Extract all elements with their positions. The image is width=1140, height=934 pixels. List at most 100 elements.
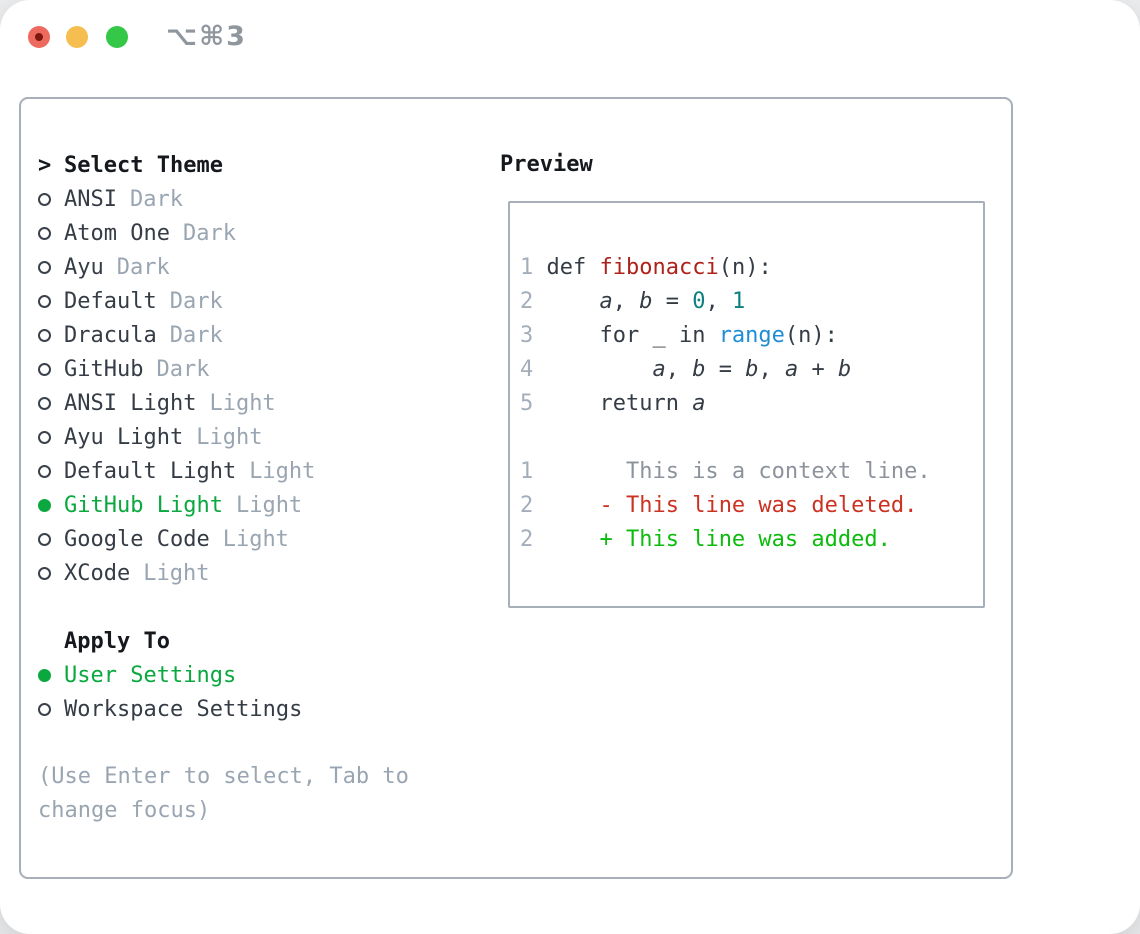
radio-selected-icon: [38, 488, 64, 522]
code-segment: a: [784, 357, 799, 382]
theme-variant: Light: [196, 424, 263, 450]
code-segment: ,: [612, 289, 640, 314]
titlebar: ⌥⌘3: [28, 23, 247, 50]
apply-to-label: Apply To: [64, 628, 170, 654]
code-segment: This is a context line.: [533, 459, 931, 484]
minimize-button[interactable]: [66, 26, 88, 48]
diff-line: 1 This is a context line.: [520, 455, 931, 489]
theme-option-github[interactable]: GitHub Dark: [38, 352, 315, 386]
theme-name: Default Light: [64, 458, 237, 484]
theme-option-ansi[interactable]: ANSI Dark: [38, 182, 315, 216]
code-segment: ,: [758, 357, 785, 382]
code-segment: [533, 289, 599, 314]
code-segment: b: [745, 357, 759, 382]
line-number: 2: [520, 289, 534, 314]
cursor-icon: >: [38, 152, 52, 178]
code-segment: a: [692, 391, 706, 416]
theme-variant: Dark: [129, 186, 183, 212]
theme-name: GitHub Light: [64, 492, 223, 518]
line-number: 1: [520, 459, 534, 484]
theme-option-github-light[interactable]: GitHub Light Light: [38, 488, 315, 522]
select-theme-header: > Select Theme: [38, 148, 315, 182]
theme-option-default[interactable]: Default Dark: [38, 284, 315, 318]
code-segment: range: [718, 323, 785, 348]
code-segment: fibonacci: [599, 255, 719, 280]
line-number: 5: [520, 391, 534, 416]
code-segment: =: [705, 357, 746, 382]
close-button[interactable]: [28, 26, 50, 48]
code-segment: b: [837, 357, 852, 382]
theme-name: ANSI: [64, 186, 117, 212]
code-segment: a: [599, 289, 613, 314]
theme-option-default-light[interactable]: Default Light Light: [38, 454, 315, 488]
diff-line: 2 - This line was deleted.: [520, 489, 931, 523]
apply-option-name: Workspace Settings: [64, 696, 303, 722]
code-segment: - This line was deleted.: [599, 493, 918, 518]
apply-option-user-settings[interactable]: User Settings: [38, 658, 315, 692]
theme-name: Atom One: [64, 220, 170, 246]
theme-name: Ayu: [64, 254, 104, 280]
radio-icon: [38, 420, 64, 454]
code-segment: ,: [705, 289, 732, 314]
theme-option-ayu[interactable]: Ayu Dark: [38, 250, 315, 284]
spacer: [38, 624, 64, 658]
code-segment: ,: [665, 357, 693, 382]
theme-variant: Dark: [169, 288, 223, 314]
theme-name: Dracula: [64, 322, 157, 348]
apply-option-workspace-settings[interactable]: Workspace Settings: [38, 692, 315, 726]
apply-option-name: User Settings: [64, 662, 237, 688]
radio-icon: [38, 318, 64, 352]
code-segment: 1: [731, 289, 746, 314]
code-segment: for _ in: [533, 323, 719, 348]
theme-variant: Light: [235, 492, 303, 518]
apply-to-header: Apply To: [38, 624, 315, 658]
radio-icon: [38, 454, 64, 488]
hint-text: (Use Enter to select, Tab to change focu…: [38, 764, 409, 823]
theme-name: Google Code: [64, 526, 210, 552]
code-line: 2 a, b = 0, 1: [520, 285, 931, 319]
theme-name: Default: [64, 288, 157, 314]
line-number: 2: [520, 493, 534, 518]
code-segment: (n):: [718, 255, 772, 280]
radio-icon: [38, 216, 64, 250]
theme-variant: Light: [209, 390, 276, 416]
theme-name: GitHub: [64, 356, 144, 382]
radio-icon: [38, 692, 64, 726]
code-segment: +: [798, 357, 838, 382]
code-segment: [533, 357, 652, 382]
theme-option-atom-one[interactable]: Atom One Dark: [38, 216, 315, 250]
theme-option-google-code[interactable]: Google Code Light: [38, 522, 315, 556]
line-number: 4: [520, 357, 534, 382]
spacer: [38, 590, 315, 624]
preview-title: Preview: [500, 152, 593, 177]
theme-variant: Dark: [156, 356, 210, 382]
theme-variant: Light: [249, 458, 316, 484]
radio-icon: [38, 284, 64, 318]
theme-variant: Dark: [116, 254, 170, 280]
line-number: 3: [520, 323, 534, 348]
code-line: 4 a, b = b, a + b: [520, 353, 931, 387]
radio-icon: [38, 250, 64, 284]
theme-variant: Light: [222, 526, 289, 552]
line-number: 2: [520, 527, 534, 552]
radio-icon: [38, 556, 64, 590]
theme-variant: Dark: [182, 220, 236, 246]
line-number: 1: [520, 255, 534, 280]
theme-variant: Light: [143, 560, 210, 586]
zoom-button[interactable]: [106, 26, 128, 48]
code-segment: [533, 493, 599, 518]
select-theme-label: Select Theme: [64, 152, 223, 178]
code-line: 5 return a: [520, 387, 931, 421]
blank-line: [520, 421, 931, 455]
code-segment: 0: [692, 289, 706, 314]
radio-selected-icon: [38, 658, 64, 692]
radio-icon: [38, 386, 64, 420]
